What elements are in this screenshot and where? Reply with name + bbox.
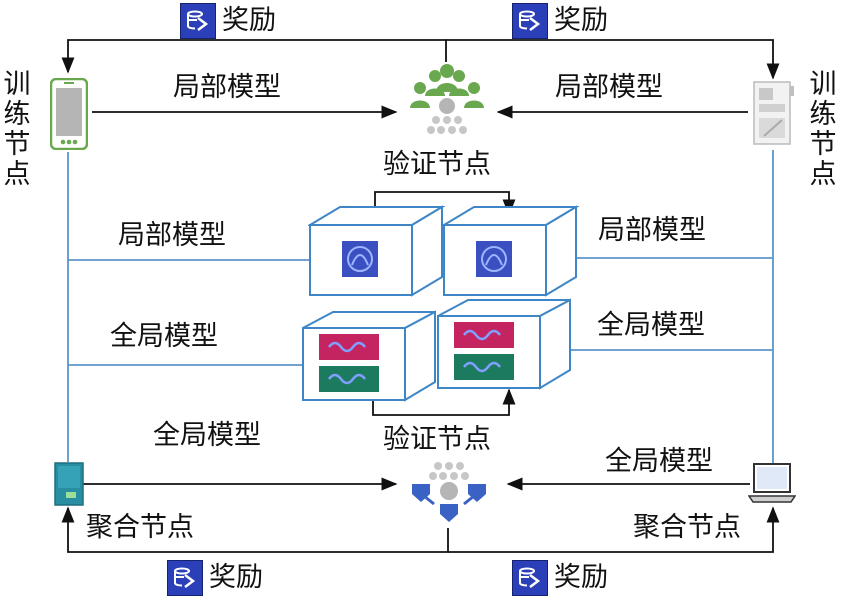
reward-bottom-right: 奖励 (512, 560, 608, 596)
aggregation-node-label-left: 聚合节点 (86, 512, 194, 543)
document-device-icon (753, 81, 794, 145)
local-model-block-right (442, 205, 580, 297)
global-model-block-right (437, 298, 571, 390)
global-model-label-mid-right: 全局模型 (597, 310, 705, 341)
local-model-block-left (308, 205, 446, 297)
reward-top-right: 奖励 (512, 3, 608, 39)
reward-label: 奖励 (222, 5, 276, 36)
global-model-block-left (302, 310, 436, 402)
laptop-icon (748, 463, 796, 503)
training-node-label-right: 训练节点 (809, 69, 837, 190)
global-model-label-mid-left: 全局模型 (110, 321, 218, 352)
local-model-label-mid-left: 局部模型 (118, 220, 226, 251)
people-group-icon (410, 64, 484, 134)
aggregation-node-label-right: 聚合节点 (633, 512, 741, 543)
local-model-label-top-right: 局部模型 (555, 72, 663, 103)
smartphone-icon (50, 78, 88, 150)
reward-bottom-left: 奖励 (167, 560, 263, 596)
reward-label: 奖励 (209, 562, 263, 593)
network-cluster-icon (412, 462, 486, 522)
ledger-reward-icon (167, 560, 203, 596)
reward-label: 奖励 (554, 5, 608, 36)
validation-node-label-bottom: 验证节点 (383, 424, 491, 455)
global-model-label-lower-right: 全局模型 (605, 446, 713, 477)
validation-node-label-top: 验证节点 (383, 149, 491, 180)
reward-top-left: 奖励 (180, 3, 276, 39)
ledger-reward-icon (512, 3, 548, 39)
ledger-reward-icon (180, 3, 216, 39)
training-node-label-left: 训练节点 (3, 69, 31, 190)
reward-label: 奖励 (554, 562, 608, 593)
local-model-label-top-left: 局部模型 (173, 72, 281, 103)
global-model-label-lower-left: 全局模型 (153, 420, 261, 451)
ledger-reward-icon (512, 560, 548, 596)
server-tower-icon (54, 462, 84, 506)
local-model-label-mid-right: 局部模型 (598, 215, 706, 246)
